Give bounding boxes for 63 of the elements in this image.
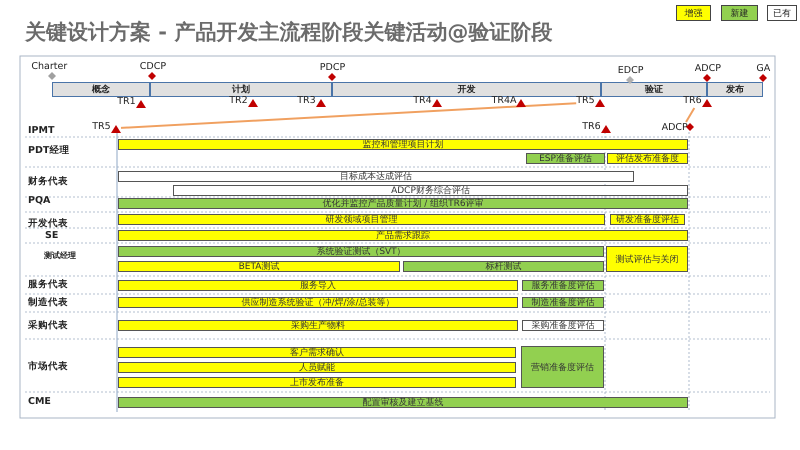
title: 关键设计方案 - 产品开发主流程阶段关键活动@验证阶段 xyxy=(25,19,552,46)
role-label: 服务代表 xyxy=(28,278,68,291)
activity-bar: 标杆测试 xyxy=(403,261,604,272)
milestone-label: TR6 xyxy=(582,121,601,132)
role-label: 制造代表 xyxy=(28,296,68,309)
role-label: PDT经理 xyxy=(28,144,70,157)
activity-bar: 配置审核及建立基线 xyxy=(118,397,688,408)
role-label: IPMT xyxy=(28,125,54,136)
activity-bar: 系统验证测试（SVT） xyxy=(118,246,604,257)
role-label: SE xyxy=(45,230,58,241)
legend-swatch: 已有 xyxy=(767,5,797,21)
activity-bar: ESP准备评估 xyxy=(526,153,605,164)
connector-line xyxy=(685,108,696,122)
milestone-label: CDCP xyxy=(140,61,166,72)
phase-band: 验证 xyxy=(601,82,707,97)
activity-bar: 制造准备度评估 xyxy=(522,297,604,308)
activity-bar: 评估发布准备度 xyxy=(607,153,688,164)
connector-line xyxy=(120,102,576,129)
milestone-label: PDCP xyxy=(320,62,346,73)
activity-bar: 服务准备度评估 xyxy=(522,280,604,291)
milestone-label: GA xyxy=(756,63,770,74)
activity-bar: 研发领域项目管理 xyxy=(118,214,605,225)
milestone-label: ADCP xyxy=(694,63,721,74)
activity-bar: 采购准备度评估 xyxy=(522,320,604,331)
activity-bar: 供应制造系统验证（冲/焊/涂/总装等） xyxy=(118,297,518,308)
role-label: CME xyxy=(28,396,51,407)
role-label: PQA xyxy=(28,195,50,206)
milestone-label: Charter xyxy=(31,61,68,72)
activity-bar: BETA测试 xyxy=(118,261,400,272)
activity-bar: 客户需求确认 xyxy=(118,347,516,358)
activity-bar: 产品需求跟踪 xyxy=(118,230,688,241)
activity-bar: 优化并监控产品质量计划 / 组织TR6评审 xyxy=(118,198,688,209)
activity-bar: 目标成本达成评估 xyxy=(118,171,634,182)
legend-swatch: 新建 xyxy=(721,5,758,21)
milestone-label: TR3 xyxy=(297,95,316,106)
phase-band: 开发 xyxy=(332,82,601,97)
milestone-label: EDCP xyxy=(618,65,644,76)
phase-band: 计划 xyxy=(150,82,332,97)
milestone-label: ADCP xyxy=(662,122,688,133)
activity-bar: ADCP财务综合评估 xyxy=(173,185,688,196)
activity-bar: 营销准备度评估 xyxy=(521,346,604,388)
milestone-label: TR1 xyxy=(117,96,136,107)
role-label: 财务代表 xyxy=(28,175,68,188)
activity-bar: 监控和管理项目计划 xyxy=(118,139,688,150)
activity-bar: 采购生产物料 xyxy=(118,320,518,331)
milestone-label: TR4A xyxy=(492,95,517,106)
legend-swatch: 增强 xyxy=(676,5,711,21)
activity-bar: 测试评估与关闭 xyxy=(606,246,688,272)
role-label: 测试经理 xyxy=(44,250,76,261)
activity-bar: 人员赋能 xyxy=(118,362,516,373)
phase-band: 概念 xyxy=(52,82,150,97)
activity-bar: 服务导入 xyxy=(118,280,518,291)
milestone-label: TR5 xyxy=(92,121,111,132)
activity-bar: 上市发布准备 xyxy=(118,377,516,388)
milestone-label: TR4 xyxy=(413,95,432,106)
role-label: 采购代表 xyxy=(28,319,68,332)
activity-bar: 研发准备度评估 xyxy=(610,214,685,225)
milestone-label: TR5 xyxy=(576,95,595,106)
milestone-label: TR6 xyxy=(683,95,702,106)
role-label: 开发代表 xyxy=(28,217,68,230)
milestone-label: TR2 xyxy=(229,95,248,106)
role-label: 市场代表 xyxy=(28,360,68,373)
phase-band: 发布 xyxy=(707,82,763,97)
